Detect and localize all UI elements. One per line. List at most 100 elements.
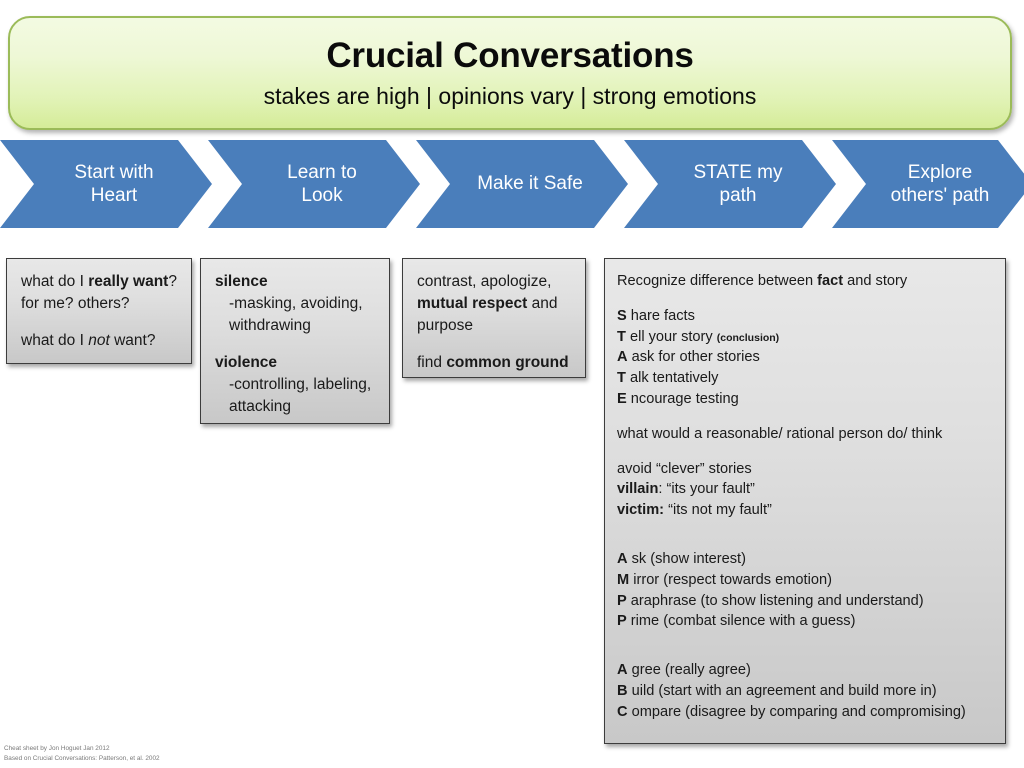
spacer: [617, 445, 993, 459]
abc-acronym-item: A gree (really agree): [617, 660, 993, 681]
acronym-text: ncourage testing: [626, 391, 739, 408]
heart-text-d: what do I: [21, 331, 89, 349]
state-avoid-clever: avoid “clever” stories: [617, 460, 752, 477]
detail-box-state-my-path: Recognize difference between fact and st…: [604, 258, 1006, 744]
ampp-acronym-item: P araphrase (to show listening and under…: [617, 591, 993, 612]
process-step-start-with-heart[interactable]: Start with Heart: [0, 140, 212, 228]
acronym-text: alk tentatively: [625, 370, 719, 387]
footer-attribution: Cheat sheet by Jon Hoguet Jan 2012 Based…: [4, 744, 424, 764]
state-intro: Recognize difference between fact and st…: [617, 271, 993, 292]
acronym-letter: B: [617, 682, 628, 699]
heart-text-bold: really want: [88, 273, 169, 290]
abc-acronym-item: C ompare (disagree by comparing and comp…: [617, 702, 993, 723]
heart-text-a: what do I: [21, 273, 89, 290]
safe-line-4: find common ground: [417, 354, 569, 371]
process-step-learn-to-look[interactable]: Learn to Look: [208, 140, 420, 228]
state-acronym-item: S hare facts: [617, 306, 993, 327]
step-label-line2: path: [719, 185, 757, 206]
state-intro-a: Recognize difference between: [617, 273, 818, 289]
acronym-letter: S: [617, 307, 627, 324]
state-reasonable-person: what would a reasonable/ rational person…: [617, 425, 943, 442]
safe-text-c: find: [417, 353, 447, 371]
safe-line-2: mutual respect and: [417, 295, 557, 312]
state-acronym-item: A ask for other stories: [617, 347, 993, 368]
state-villain: villain: “its your fault”: [617, 479, 993, 500]
page-subtitle: stakes are high | opinions vary | strong…: [263, 82, 757, 109]
step-label-line1: Start with: [74, 161, 154, 183]
step-label-line1: STATE my: [693, 161, 783, 183]
look-heading-silence: silence: [215, 273, 268, 290]
victim-label: victim:: [617, 502, 665, 519]
look-heading-violence: violence: [215, 353, 278, 371]
step-label-line2: others' path: [890, 185, 990, 206]
safe-text-bold: mutual respect: [417, 295, 528, 312]
state-intro-bold: fact: [817, 273, 844, 289]
acronym-letter: A: [617, 550, 628, 567]
step-label-line1: Explore: [907, 161, 973, 183]
step-label-line1: Learn to: [287, 161, 357, 183]
page-title: Crucial Conversations: [326, 36, 694, 76]
look-violence-detail-2: attacking: [229, 397, 292, 415]
footer-line-2: Based on Crucial Conversations: Patterso…: [4, 754, 160, 762]
state-acronym-item: T alk tentatively: [617, 368, 993, 389]
look-silence-detail-1: -masking, avoiding,: [229, 295, 363, 312]
spacer: [21, 315, 177, 330]
acronym-text: ompare (disagree by comparing and compro…: [627, 703, 966, 720]
ampp-acronym-item: A sk (show interest): [617, 549, 993, 570]
heart-text-c: ?: [168, 273, 177, 290]
process-step-explore-others-path[interactable]: Explore others' path: [832, 140, 1024, 228]
step-label-line2: Look: [301, 185, 343, 206]
victim-text: “its not my fault”: [664, 502, 772, 519]
acronym-text: hare facts: [626, 307, 695, 324]
process-steps-row: Start with Heart Learn to Look Make it S…: [0, 140, 1024, 228]
acronym-letter: T: [617, 328, 626, 345]
acronym-letter: M: [617, 571, 630, 588]
detail-box-make-it-safe: contrast, apologize, mutual respect and …: [402, 258, 586, 378]
step-label-line2: Heart: [90, 185, 138, 206]
footer-line-1: Cheat sheet by Jon Hoguet Jan 2012: [4, 745, 110, 752]
heart-line-1: what do I really want?: [21, 273, 177, 290]
safe-line-3: purpose: [417, 317, 474, 334]
acronym-text: araphrase (to show listening and underst…: [626, 592, 924, 609]
acronym-text: sk (show interest): [627, 550, 746, 567]
process-step-state-my-path[interactable]: STATE my path: [624, 140, 836, 228]
acronym-text: uild (start with an agreement and build …: [627, 682, 937, 699]
spacer: [617, 410, 993, 424]
look-silence-detail-2: withdrawing: [229, 317, 311, 334]
villain-label: villain: [617, 481, 659, 498]
heart-text-italic: not: [88, 331, 110, 349]
acronym-text: rime (combat silence with a guess): [626, 613, 856, 630]
spacer: [617, 632, 993, 646]
abc-acronym-item: B uild (start with an agreement and buil…: [617, 681, 993, 702]
ampp-acronym-item: M irror (respect towards emotion): [617, 570, 993, 591]
heart-line-2: for me? others?: [21, 295, 130, 312]
acronym-letter: A: [617, 349, 628, 366]
spacer: [617, 535, 993, 549]
acronym-letter: A: [617, 662, 628, 679]
safe-text-bold-2: common ground: [446, 353, 569, 371]
detail-box-start-with-heart: what do I really want? for me? others? w…: [6, 258, 192, 364]
spacer: [617, 292, 993, 306]
spacer: [417, 337, 571, 352]
safe-text-b: and: [527, 295, 558, 312]
state-victim: victim: “its not my fault”: [617, 500, 993, 521]
acronym-letter: P: [617, 592, 627, 609]
acronym-text: ask for other stories: [627, 349, 760, 366]
acronym-text: gree (really agree): [627, 662, 751, 679]
spacer: [617, 646, 993, 660]
spacer: [617, 521, 993, 535]
process-step-make-it-safe[interactable]: Make it Safe: [416, 140, 628, 228]
acronym-note: (conclusion): [716, 331, 780, 344]
acronym-letter: E: [617, 391, 627, 408]
heart-line-3: what do I not want?: [21, 332, 155, 349]
acronym-text: irror (respect towards emotion): [629, 571, 832, 588]
state-acronym-item: T ell your story (conclusion): [617, 327, 993, 348]
heart-text-e: want?: [109, 331, 156, 349]
safe-line-1: contrast, apologize,: [417, 273, 552, 290]
step-label-line1: Make it Safe: [477, 173, 583, 195]
spacer: [215, 337, 375, 352]
villain-text: : “its your fault”: [658, 481, 755, 498]
look-violence-detail-1: -controlling, labeling,: [229, 375, 372, 393]
state-intro-c: and story: [843, 273, 908, 289]
acronym-text: ell your story: [625, 328, 717, 345]
